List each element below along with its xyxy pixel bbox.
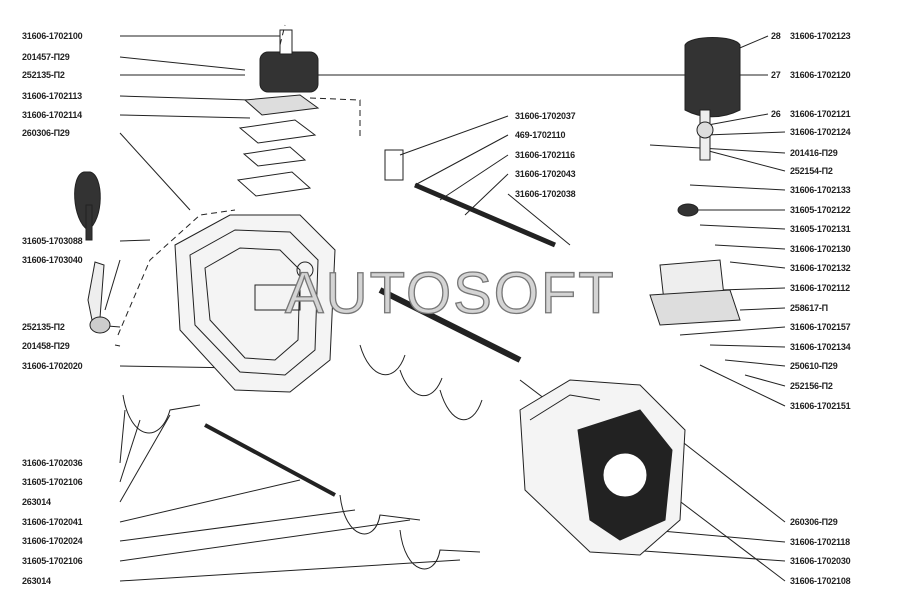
part-label-middle: 31606-1702038 — [515, 189, 576, 199]
part-label-left: 31606-1702113 — [22, 91, 82, 101]
callout-number: 27 — [771, 70, 781, 80]
callout-number: 28 — [771, 31, 781, 41]
shift-boot-top — [236, 29, 320, 197]
leader-line — [414, 134, 509, 186]
part-label-left: 31606-1702114 — [22, 110, 82, 120]
leader-line — [119, 414, 171, 503]
part-label-left: 31606-1703040 — [22, 255, 83, 265]
leader-line — [699, 364, 786, 407]
leader-line — [705, 131, 786, 136]
part-label-right: 31606-1702120 — [790, 70, 851, 80]
part-label-right: 31606-1702123 — [790, 31, 851, 41]
leader-line — [679, 439, 786, 523]
part-label-left: 31605-1702106 — [22, 477, 83, 487]
part-label-right: 31605-1702131 — [790, 224, 851, 234]
part-label-left: 260306-П29 — [22, 128, 70, 138]
dashed-guides — [117, 24, 361, 336]
part-label-right: 31605-1702122 — [790, 205, 851, 215]
part-label-right: 31606-1702118 — [790, 537, 850, 547]
leader-line — [724, 359, 786, 367]
part-label-right: 31606-1702108 — [790, 576, 851, 586]
part-label-left: 31606-1702024 — [22, 536, 83, 546]
part-label-right: 31606-1702130 — [790, 244, 851, 254]
shift-lever-assembly-right — [649, 37, 741, 326]
part-label-right: 250610-П29 — [790, 361, 838, 371]
part-label-left: 201458-П29 — [22, 341, 70, 351]
part-label-left: 263014 — [22, 497, 51, 507]
leader-line — [119, 409, 126, 464]
leader-line — [744, 374, 786, 387]
gearbox-housing-rear — [519, 379, 686, 556]
leader-line — [649, 529, 786, 543]
callout-number: 26 — [771, 109, 781, 119]
part-label-left: 31605-1703088 — [22, 236, 83, 246]
leader-line — [399, 115, 509, 156]
gear-knob — [74, 171, 111, 334]
leader-line — [104, 259, 121, 311]
leader-line — [119, 239, 151, 242]
leader-line — [729, 261, 786, 269]
part-label-left: 252135-П2 — [22, 322, 65, 332]
part-label-right: 31606-1702133 — [790, 185, 851, 195]
shift-rail-mid — [359, 149, 556, 421]
leader-line — [707, 113, 769, 126]
part-label-middle: 31606-1702037 — [515, 111, 576, 121]
leader-line — [119, 419, 141, 483]
leader-line — [439, 154, 509, 201]
part-label-right: 31606-1702112 — [790, 283, 850, 293]
leader-line — [709, 344, 786, 348]
leader-line — [679, 326, 786, 336]
part-label-middle: 31606-1702116 — [515, 150, 575, 160]
leader-line — [119, 509, 356, 542]
leader-line — [699, 224, 786, 230]
part-label-right: 201416-П29 — [790, 148, 838, 158]
leader-line — [739, 307, 786, 311]
leader-line — [119, 132, 191, 211]
part-label-right: 252156-П2 — [790, 381, 833, 391]
leader-line — [649, 144, 786, 154]
leader-line — [507, 193, 571, 246]
leader-line — [119, 519, 411, 562]
leader-line — [119, 95, 251, 101]
part-label-right: 31606-1702124 — [790, 127, 851, 137]
shift-rail-lower — [122, 394, 481, 570]
leader-line — [119, 56, 246, 71]
part-label-left: 263014 — [22, 576, 51, 586]
part-label-left: 31606-1702036 — [22, 458, 83, 468]
part-label-right: 31606-1702121 — [790, 109, 851, 119]
leader-line — [629, 549, 786, 562]
part-label-right: 31606-1702030 — [790, 556, 851, 566]
leader-line — [704, 149, 786, 172]
part-label-middle: 31606-1702043 — [515, 169, 576, 179]
leader-line — [719, 287, 786, 291]
watermark: AUTOSOFT — [284, 261, 616, 326]
part-label-left: 31606-1702041 — [22, 517, 83, 527]
part-label-left: 31605-1702106 — [22, 556, 83, 566]
part-label-right: 31606-1702157 — [790, 322, 851, 332]
part-label-left: 31606-1702020 — [22, 361, 83, 371]
part-label-right: 252154-П2 — [790, 166, 833, 176]
gearbox-housing-front — [174, 214, 336, 393]
part-label-right: 31606-1702132 — [790, 263, 851, 273]
part-label-left: 201457-П29 — [22, 52, 70, 62]
part-label-left: 31606-1702100 — [22, 31, 83, 41]
part-label-left: 252135-П2 — [22, 70, 65, 80]
part-label-right: 260306-П29 — [790, 517, 838, 527]
part-label-right: 31606-1702151 — [790, 401, 851, 411]
leader-line — [114, 344, 121, 347]
leader-line — [119, 114, 251, 119]
part-label-right: 258617-П — [790, 303, 828, 313]
leader-line — [119, 559, 461, 582]
leader-line — [119, 479, 301, 523]
leader-line — [689, 184, 786, 191]
part-label-middle: 469-1702110 — [515, 130, 566, 140]
leader-line — [714, 244, 786, 250]
part-label-right: 31606-1702134 — [790, 342, 851, 352]
